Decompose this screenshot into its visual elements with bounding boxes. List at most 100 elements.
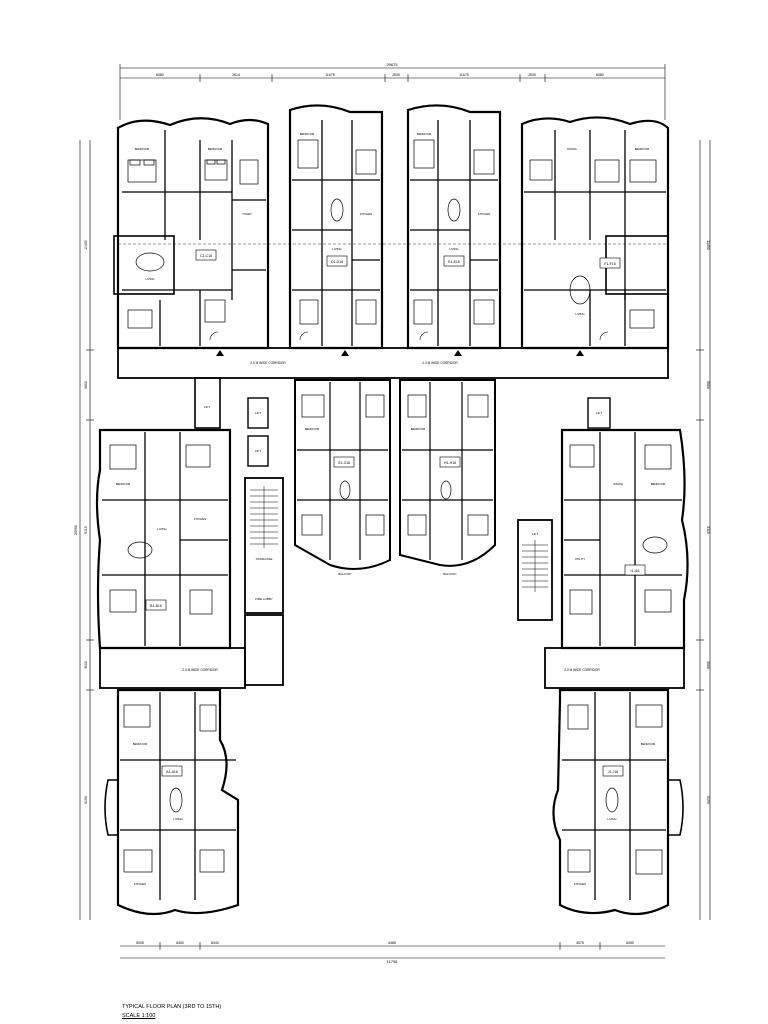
- bottom-dimension-2: 6450: [176, 941, 184, 945]
- left-dimension-3: 25960: [74, 525, 78, 535]
- unit-tag-f: F1-F16: [604, 262, 615, 266]
- top-dimension-5: 11675: [459, 73, 469, 77]
- room-label: LIVING: [173, 817, 182, 821]
- top-wing: [113, 104, 670, 379]
- room-label: BEDROOM: [133, 742, 148, 746]
- room-label: KITCHEN: [134, 882, 146, 886]
- right-dimension-5: 5190: [706, 796, 710, 804]
- overall-bottom-dimension: 11795: [387, 959, 399, 964]
- room-label: BEDROOM: [641, 742, 656, 746]
- bottom-right-wing: [552, 688, 684, 916]
- unit-tag-c: C1-C16: [200, 254, 212, 258]
- dimension-labels: 29675 6080 2614 11675 2505 11675 2505 60…: [74, 62, 710, 964]
- room-label: LIVING: [145, 277, 154, 281]
- room-label: BEDROOM: [135, 147, 150, 151]
- unit-tags: C1-C16 D1-D16 E1-E16 F1-F16 G1-G16 H1-H1…: [145, 249, 646, 777]
- staircase-label: STAIRCASE: [256, 557, 273, 561]
- room-label: BEDROOM: [116, 482, 131, 486]
- unit-tag-b: B1-B16: [150, 604, 162, 608]
- top-dimension-2: 2614: [232, 73, 240, 77]
- room-label: BEDROOM: [411, 427, 426, 431]
- lift-label-4: LIFT: [596, 411, 602, 415]
- unit-tag-a: A1-A16: [166, 770, 178, 774]
- corridor-label-top-right: 2.0 M WIDE CORRIDOR: [422, 361, 458, 365]
- lift-label-2: LIFT: [255, 411, 261, 415]
- bottom-dimension-3: 8440: [211, 941, 219, 945]
- furniture-bottom-left: [123, 704, 225, 873]
- room-label: BEDROOM: [417, 132, 432, 136]
- top-dimension-4: 2505: [392, 73, 400, 77]
- top-dimension-3: 11675: [325, 73, 335, 77]
- corridor-label-left: 2.0 M WIDE CORRIDOR: [182, 668, 218, 672]
- left-wing: [95, 428, 246, 689]
- left-dimension-4: 5115: [84, 526, 88, 534]
- room-label: LIVING: [575, 312, 584, 316]
- furniture-left: [109, 444, 213, 615]
- top-dimension-1: 6080: [156, 73, 164, 77]
- drawing-title: TYPICAL FLOOR PLAN (3RD TO 15TH): [122, 1004, 222, 1010]
- furniture-right: [569, 444, 672, 615]
- drawing-caption: TYPICAL FLOOR PLAN (3RD TO 15TH) SCALE 1…: [122, 1003, 221, 1021]
- central-core: [194, 377, 611, 686]
- drawing-scale: SCALE 1:100: [122, 1013, 156, 1019]
- top-dimension-7: 6080: [596, 73, 604, 77]
- room-label: KITCHEN: [194, 517, 206, 521]
- room-label: DINING: [567, 147, 577, 151]
- unit-tag-h: H1-H16: [444, 461, 456, 465]
- right-dimension-2: 5800: [706, 381, 710, 389]
- room-label: KITCHEN: [574, 882, 586, 886]
- bottom-dimension-5: 4575: [576, 941, 584, 945]
- room-label: DINING: [613, 482, 623, 486]
- room-label: LIVING: [449, 247, 458, 251]
- unit-tag-i: I1-I16: [631, 569, 640, 573]
- room-label: BALCONY: [443, 572, 457, 576]
- left-dimension-1: 11450: [84, 240, 88, 250]
- bottom-dimension-6: 6050: [626, 941, 634, 945]
- room-label: LIVING: [607, 817, 616, 821]
- right-wing: [544, 428, 689, 689]
- bottom-left-wing: [104, 688, 240, 916]
- right-dimension-3: 5115: [706, 526, 710, 534]
- right-dimension-4: 3000: [706, 661, 710, 669]
- room-label: KITCHEN: [478, 212, 490, 216]
- fire-lobby-label: FIRE LOBBY: [255, 597, 273, 601]
- room-label: BEDROOM: [208, 147, 223, 151]
- unit-tag-e: E1-E16: [448, 260, 460, 264]
- lift-label-3: LIFT: [255, 449, 261, 453]
- room-label: BALCONY: [338, 572, 352, 576]
- door-swings-top: [209, 331, 609, 341]
- furniture-middle: [301, 394, 489, 536]
- room-label: BEDROOM: [300, 132, 315, 136]
- corridor-label-top-left: 2.0 M WIDE CORRIDOR: [250, 361, 286, 365]
- lift-label-1: LIFT: [204, 405, 210, 409]
- unit-tag-j: J1-J16: [608, 770, 619, 774]
- bottom-dimension-1: 5005: [136, 941, 144, 945]
- unit-tag-g: G1-G16: [338, 461, 351, 465]
- lift-label-5: LIFT: [532, 532, 538, 536]
- overall-top-dimension: 29675: [386, 62, 398, 67]
- middle-units: [294, 379, 496, 570]
- room-label: BEDROOM: [305, 427, 320, 431]
- room-label: UTILITY: [575, 557, 586, 561]
- room-label: LIVING: [332, 247, 341, 251]
- room-labels: BEDROOM BEDROOM LIVING TOILET BEDROOM LI…: [116, 132, 666, 886]
- furniture-bottom-right: [567, 704, 663, 875]
- core-labels: LIFT LIFT LIFT LIFT LIFT STAIRCASE FIRE …: [204, 405, 602, 601]
- room-label: TOILET: [242, 212, 252, 216]
- corridor-labels: 2.0 M WIDE CORRIDOR 2.0 M WIDE CORRIDOR …: [182, 361, 600, 672]
- section-markers: [216, 350, 584, 356]
- furniture-top-wing: [127, 139, 657, 329]
- left-dimension-5: 3000: [84, 661, 88, 669]
- top-dimension-6: 2505: [528, 73, 536, 77]
- room-label: BEDROOM: [635, 147, 650, 151]
- left-dimension-6: 5190: [84, 796, 88, 804]
- left-dimension-2: 5800: [84, 381, 88, 389]
- right-dimension-1: 11450: [706, 240, 710, 250]
- room-label: KITCHEN: [360, 212, 372, 216]
- room-label: BEDROOM: [651, 482, 666, 486]
- room-label: LIVING: [157, 527, 166, 531]
- corridor-label-right: 2.0 M WIDE CORRIDOR: [564, 668, 600, 672]
- unit-tag-d: D1-D16: [331, 260, 343, 264]
- bottom-dimension-4: 4485: [388, 941, 396, 945]
